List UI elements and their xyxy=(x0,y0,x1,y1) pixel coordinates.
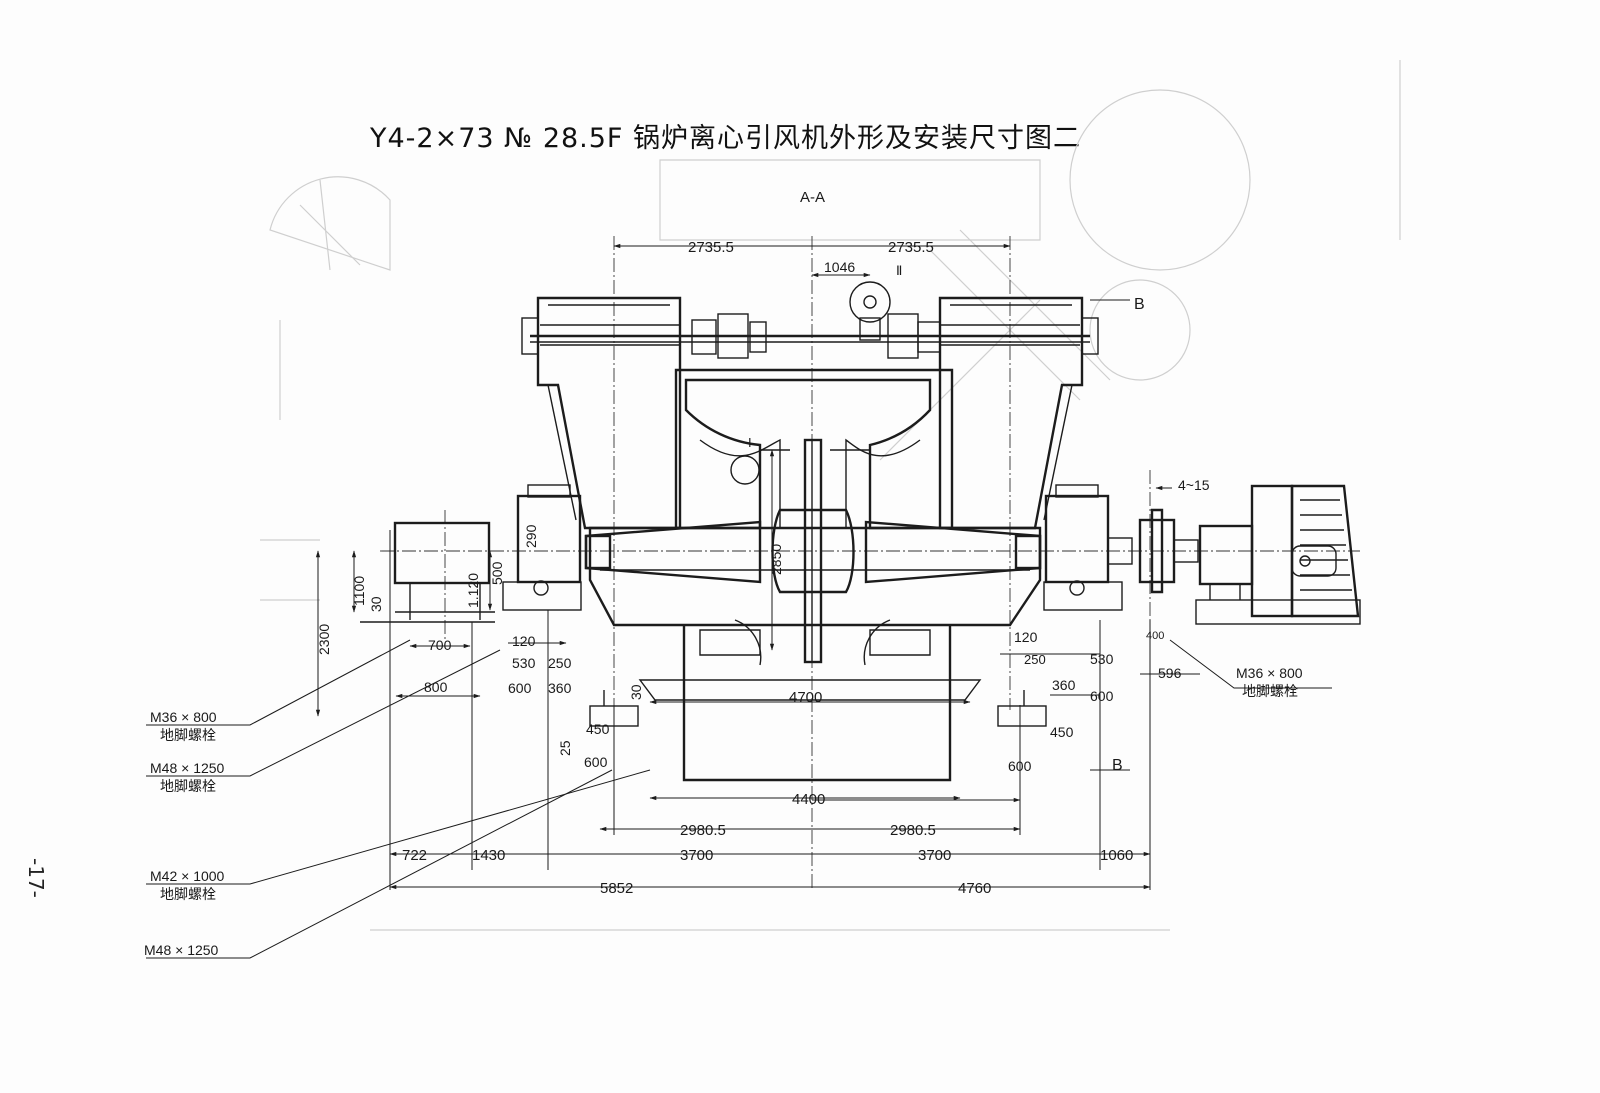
detail-one-label: I xyxy=(748,435,752,450)
damper-linkage xyxy=(521,281,1099,359)
dim-2980-left: 2980.5 xyxy=(680,822,726,839)
section-b-top-label: B xyxy=(1134,296,1145,313)
dim-500: 500 xyxy=(489,561,505,585)
dim-3700-left: 3700 xyxy=(680,847,713,864)
section-b-bottom-label: B xyxy=(1112,757,1123,774)
dim-2980-right: 2980.5 xyxy=(890,822,936,839)
inlet-box-right xyxy=(938,296,1084,530)
dim-shaft-height: 2850 xyxy=(768,544,784,575)
dim-top-right: 2735.5 xyxy=(888,239,934,256)
dim-600c: 600 xyxy=(1090,688,1114,704)
dim-250a: 250 xyxy=(548,655,572,671)
dim-4400: 4400 xyxy=(792,791,825,808)
bearing-left xyxy=(502,484,582,611)
dim-30b: 30 xyxy=(628,684,644,700)
bearing-right xyxy=(1043,484,1123,611)
bolt-callout-a-note: 地脚螺栓 xyxy=(160,727,216,743)
dim-2300: 2300 xyxy=(316,624,332,655)
motor-right xyxy=(1107,484,1361,625)
lower-casing xyxy=(588,526,1042,782)
dim-290: 290 xyxy=(523,524,539,548)
dim-450b: 450 xyxy=(1050,724,1074,740)
bolt-callout-b-note: 地脚螺栓 xyxy=(160,778,216,794)
callout-leaders xyxy=(146,639,1332,959)
dimension-lines xyxy=(315,243,1200,890)
bolt-callout-c: M42 × 1000 xyxy=(150,868,225,884)
drawing-title: Y4-2×73 № 28.5F 锅炉离心引风机外形及安装尺寸图二 xyxy=(370,123,1082,154)
section-aa-label: A-A xyxy=(800,189,825,206)
dim-coupling-span: 1046 xyxy=(824,259,855,275)
dim-360b: 360 xyxy=(1052,677,1076,693)
dim-1100: 1100 xyxy=(351,576,367,606)
dim-600a: 600 xyxy=(508,680,532,696)
dim-gap: 4~15 xyxy=(1178,477,1210,493)
bolt-callout-right-note: 地脚螺栓 xyxy=(1242,683,1298,699)
dim-3700-right: 3700 xyxy=(918,847,951,864)
dim-4760: 4760 xyxy=(958,880,991,897)
dim-700: 700 xyxy=(428,637,452,653)
drawing-labels: A-A B B I Ⅱ 2735.5 2735.5 1046 4~15 2850… xyxy=(144,189,1303,958)
volute-casing xyxy=(674,368,954,530)
dim-4700: 4700 xyxy=(789,689,822,706)
bolt-callout-b: M48 × 1250 xyxy=(150,760,225,776)
dim-1120: 1.120 xyxy=(465,573,481,608)
dim-400: 400 xyxy=(1146,630,1164,642)
bolt-callout-c-note: 地脚螺栓 xyxy=(160,886,216,902)
dim-250b: 250 xyxy=(1024,652,1046,667)
detail-two-label: Ⅱ xyxy=(896,263,902,278)
dim-600b: 600 xyxy=(584,754,608,770)
dim-530a: 530 xyxy=(512,655,536,671)
dim-1060: 1060 xyxy=(1100,847,1133,864)
dim-30a: 30 xyxy=(368,596,384,612)
centerlines xyxy=(380,236,1360,890)
bolt-callout-right: M36 × 800 xyxy=(1236,665,1303,681)
dim-1430: 1430 xyxy=(472,847,505,864)
dim-600d: 600 xyxy=(1008,758,1032,774)
dim-top-left: 2735.5 xyxy=(688,239,734,256)
dim-450a: 450 xyxy=(586,721,610,737)
dim-120a: 120 xyxy=(512,633,536,649)
bolt-callout-d: M48 × 1250 xyxy=(144,942,219,958)
dim-530b: 530 xyxy=(1090,651,1114,667)
dim-722: 722 xyxy=(402,847,427,864)
dim-800: 800 xyxy=(424,679,448,695)
dim-25: 25 xyxy=(557,740,573,756)
dim-120b: 120 xyxy=(1014,629,1038,645)
dim-596: 596 xyxy=(1158,665,1182,681)
dim-5852: 5852 xyxy=(600,880,633,897)
dim-360a: 360 xyxy=(548,680,572,696)
bolt-callout-a: M36 × 800 xyxy=(150,709,217,725)
inlet-box-left xyxy=(536,296,682,530)
